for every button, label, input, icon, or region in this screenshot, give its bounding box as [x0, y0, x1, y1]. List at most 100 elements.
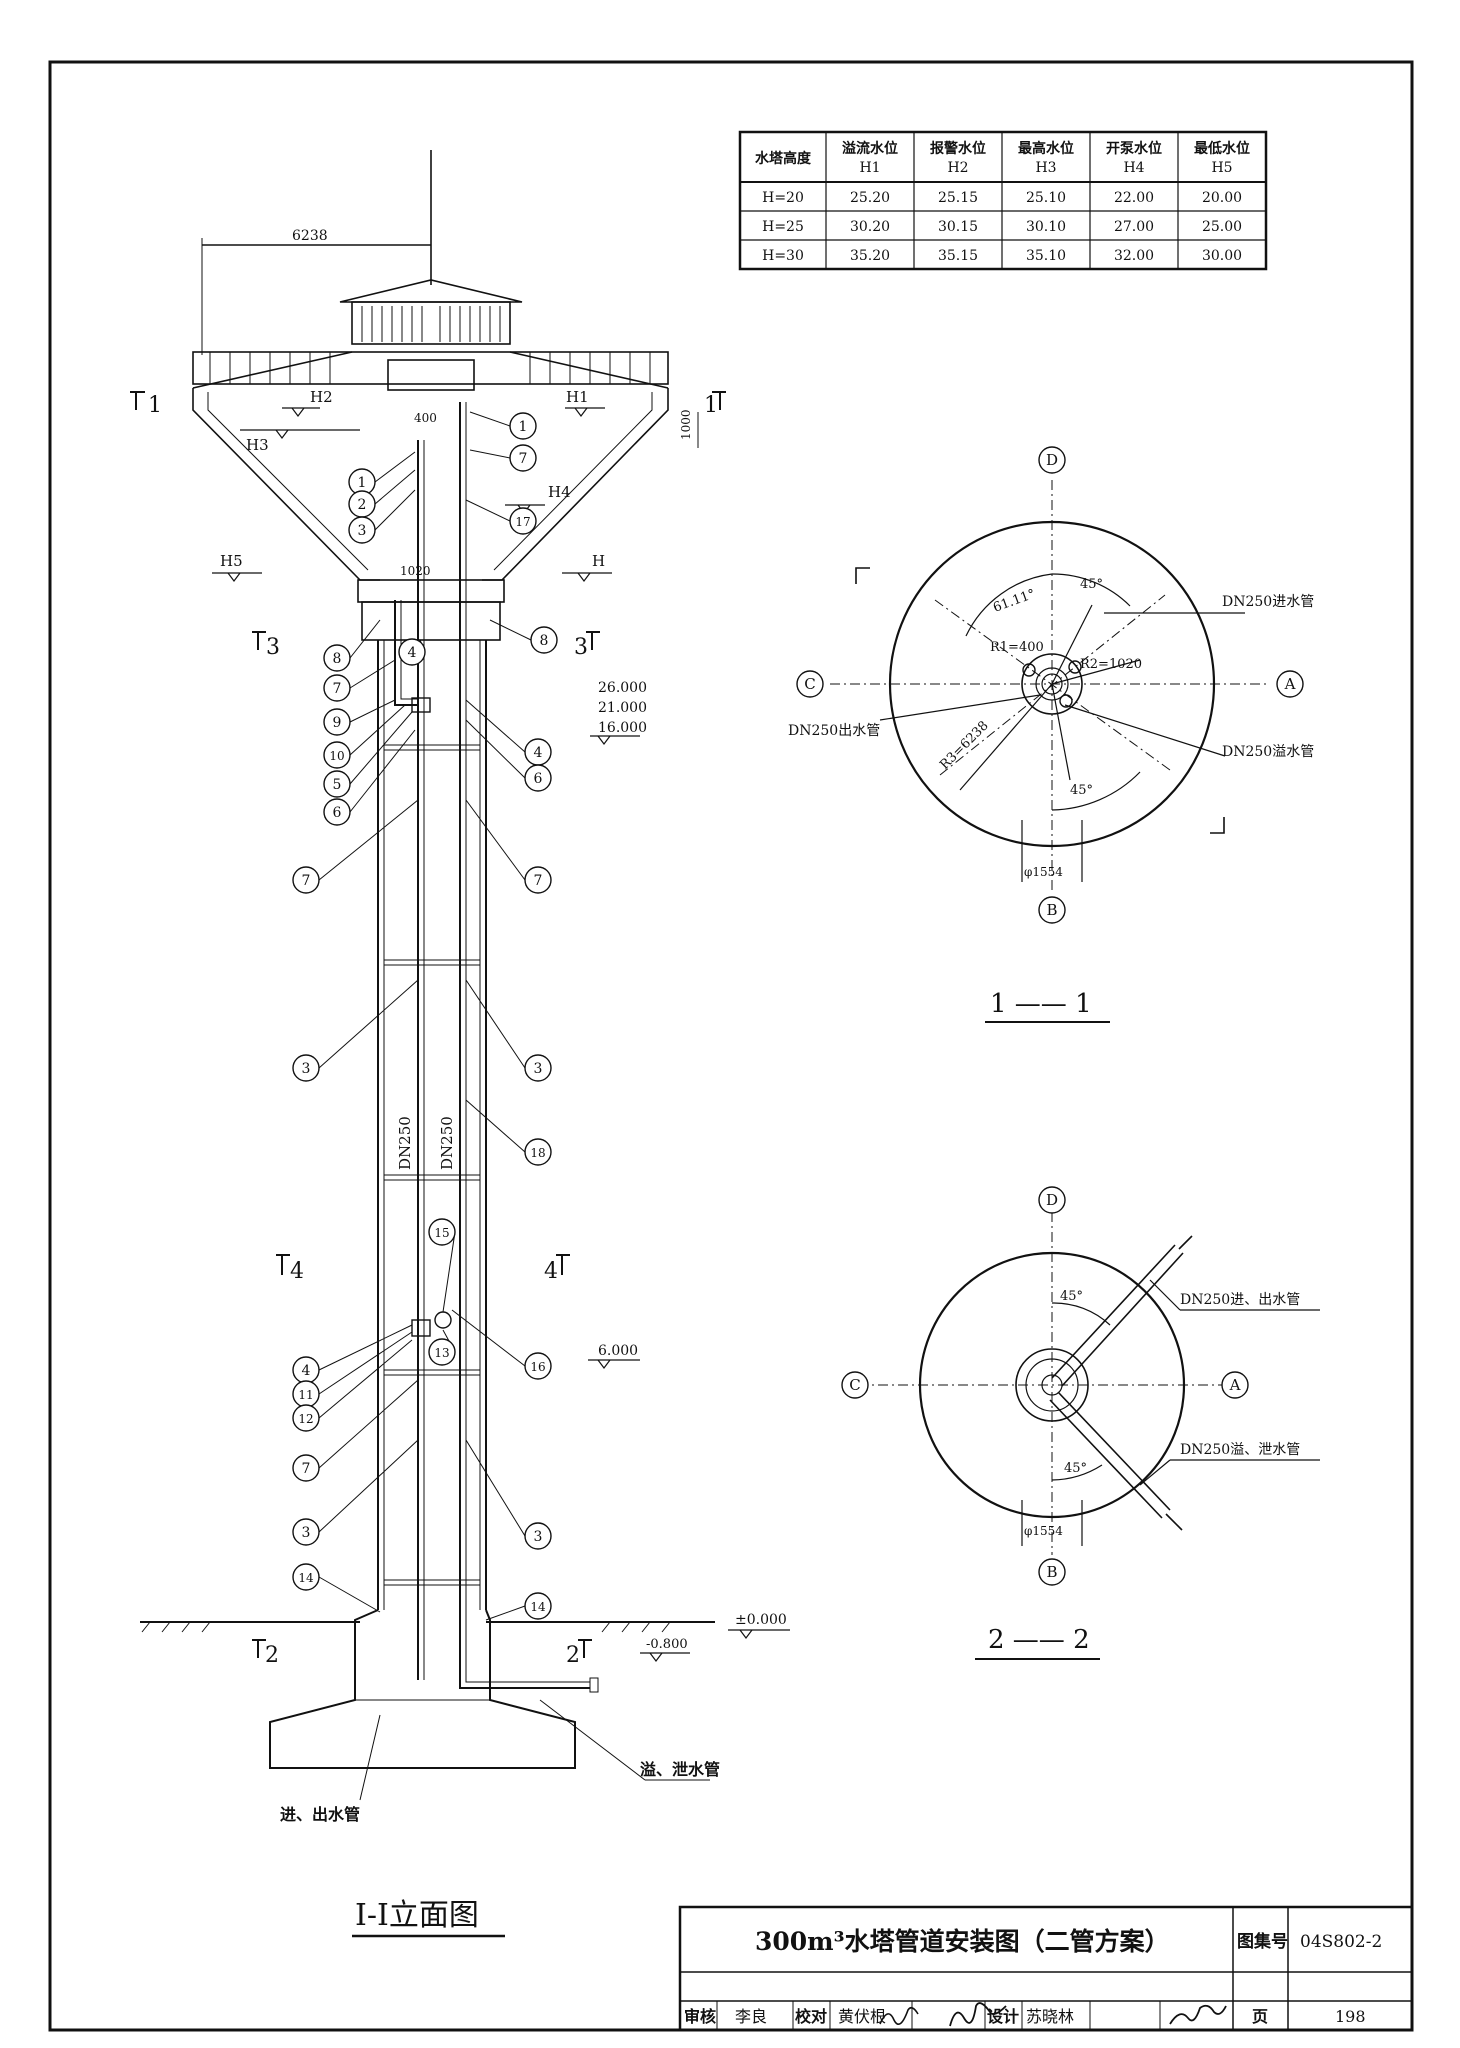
item-balloon-7: [509, 444, 537, 472]
sheet-border: [48, 60, 1414, 2032]
dim-1000: 1000: [679, 409, 693, 440]
item-balloon-number: 4: [408, 645, 417, 661]
item-balloon-number: 3: [302, 1061, 311, 1077]
item-balloon-17: [509, 507, 537, 535]
s2-overflow-drain-pipe: [1049, 1391, 1183, 1531]
elev-6000: 6.000: [598, 1343, 638, 1359]
table-cell: 35.10: [1026, 248, 1066, 264]
table-cell: 20.00: [1202, 190, 1242, 206]
atlas-number: 04S802-2: [1300, 1932, 1382, 1952]
item-balloon-number: 4: [302, 1363, 311, 1379]
item-balloon-10: [323, 741, 351, 769]
item-balloon-number: 17: [515, 515, 530, 529]
section-1-1-plan: [830, 480, 1270, 890]
s1-axis-bottom: [1038, 896, 1066, 924]
table-header-sub-2: H2: [947, 160, 968, 176]
table-cell: 35.20: [850, 248, 890, 264]
dim-400: 400: [414, 411, 437, 425]
s1-diam: φ1554: [1024, 865, 1063, 879]
item-balloon-8: [530, 626, 558, 654]
section-mark-4-right: 4: [544, 1259, 558, 1284]
level-H5: H5: [220, 552, 243, 570]
elevation-title: I-I立面图: [355, 1898, 479, 1933]
item-balloon-number: 2: [358, 497, 367, 513]
table-cell: 35.15: [938, 248, 978, 264]
table-cell: 32.00: [1114, 248, 1154, 264]
item-balloon-7: [292, 866, 320, 894]
elev-21000: 21.000: [598, 700, 647, 716]
elev-minus-0800: -0.800: [646, 1637, 688, 1652]
tank-wall-right: [482, 388, 669, 581]
foundation: [269, 1609, 576, 1769]
s2-overflow-drain-label: DN250溢、泄水管: [1180, 1442, 1300, 1458]
check-label: 校对: [795, 2007, 827, 2026]
item-balloon-number: 5: [333, 777, 342, 793]
page-label: 页: [1252, 2007, 1268, 2026]
item-balloon-number: 1: [519, 419, 528, 435]
item-balloon-number: 1: [358, 475, 367, 491]
section-2-title: 2 —— 2: [988, 1625, 1090, 1655]
item-balloon-number: 6: [333, 805, 342, 821]
table-cell: H=20: [762, 190, 804, 206]
item-balloon-3: [348, 516, 376, 544]
s1-axis-label-bottom: B: [1046, 901, 1057, 919]
table-cell: H=25: [762, 219, 804, 235]
section-2-2-plan: [858, 1212, 1320, 1555]
s1-r1: R1=400: [990, 640, 1044, 655]
item-balloon-7: [323, 674, 351, 702]
item-balloon-number: 16: [530, 1360, 545, 1374]
section-mark-3-left: 3: [266, 635, 280, 660]
s1-axis-label-left: C: [804, 675, 815, 693]
elev-26000: 26.000: [598, 680, 647, 696]
design-label: 设计: [987, 2007, 1019, 2026]
item-balloon-number: 11: [298, 1388, 313, 1402]
table-cell: 30.00: [1202, 248, 1242, 264]
elev-0000: ±0.000: [735, 1612, 787, 1628]
table-header-sub-4: H4: [1123, 160, 1144, 176]
s2-axis-label-bottom: B: [1046, 1563, 1057, 1581]
item-balloon-number: 3: [534, 1061, 543, 1077]
item-balloon-18: [524, 1138, 552, 1166]
item-balloon-number: 6: [534, 771, 543, 787]
table-cell: 25.10: [1026, 190, 1066, 206]
item-balloon-5: [323, 770, 351, 798]
table-header-3: 最高水位: [1018, 140, 1074, 157]
section-mark-4-left: 4: [290, 1259, 304, 1284]
pipe-label-dn250-left: DN250: [396, 1116, 414, 1170]
section-mark-1-right: 1: [704, 393, 718, 418]
item-balloon-number: 7: [302, 1461, 311, 1477]
callout-overflow-drain-pipe: 溢、泄水管: [640, 1760, 720, 1779]
valve-chamber: [361, 601, 501, 641]
ring-beam: [357, 579, 505, 603]
table-header-4: 开泵水位: [1106, 140, 1162, 157]
reviewer-name: 李良: [735, 2007, 767, 2026]
level-H: H: [592, 552, 605, 570]
roof-hatch: [387, 359, 475, 391]
item-balloon-8: [323, 644, 351, 672]
item-balloon-7: [524, 866, 552, 894]
s1-angle-61: 61.11°: [991, 587, 1037, 616]
table-header-sub-3: H3: [1035, 160, 1056, 176]
table-cell: 30.10: [1026, 219, 1066, 235]
item-balloon-number: 10: [329, 749, 344, 763]
s1-overflow-label: DN250溢水管: [1222, 744, 1314, 760]
item-balloon-number: 7: [519, 451, 528, 467]
pipe-label-dn250-right: DN250: [438, 1116, 456, 1170]
item-balloon-4: [398, 638, 426, 666]
section-mark-2-left: 2: [265, 1643, 279, 1668]
s1-axis-label-top: D: [1046, 451, 1058, 469]
signature-designer: [1169, 2004, 1227, 2025]
item-balloon-number: 8: [540, 633, 549, 649]
elevation-drawing: [130, 150, 790, 1801]
table-header-5: 最低水位: [1194, 140, 1250, 157]
s2-axis-label-top: D: [1046, 1191, 1058, 1209]
item-balloon-number: 7: [302, 873, 311, 889]
review-label: 审核: [684, 2007, 716, 2026]
s1-axis-top: [1038, 446, 1066, 474]
item-balloon-number: 3: [534, 1529, 543, 1545]
item-balloon-16: [524, 1352, 552, 1380]
section-1-title: 1 —— 1: [990, 989, 1092, 1019]
item-balloon-number: 9: [333, 715, 342, 731]
s1-axis-right: [1276, 670, 1304, 698]
item-balloon-number: 3: [358, 523, 367, 539]
